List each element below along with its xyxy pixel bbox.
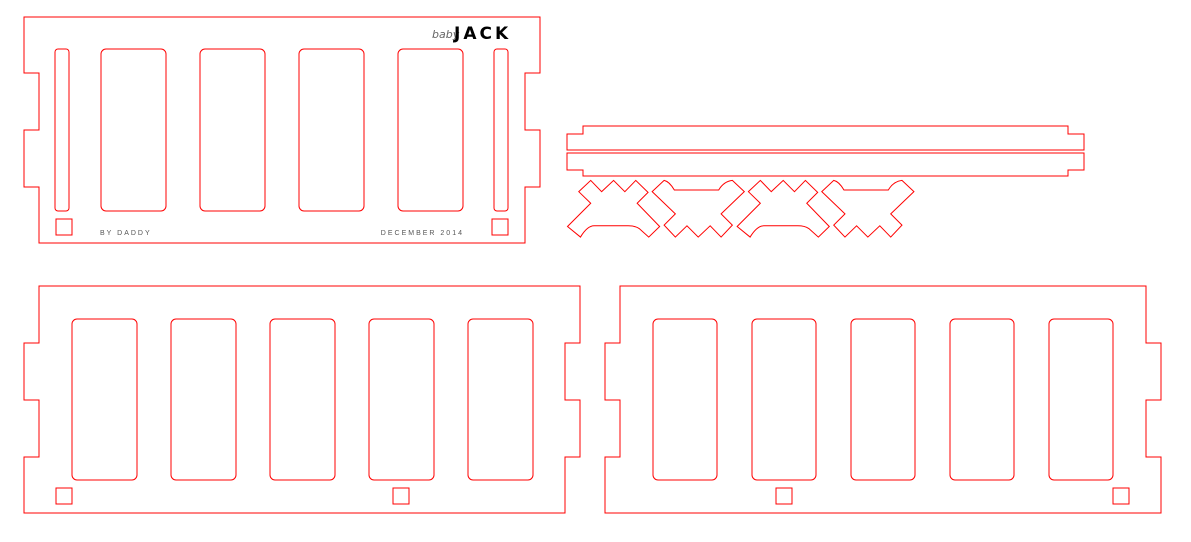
engrave-by-daddy: BY DADDY: [100, 230, 152, 237]
end-panel-engraved: baby JACK BY DADDY DECEMBER 2014: [23, 16, 541, 244]
slot-thin: [54, 48, 70, 212]
square-hole: [55, 487, 73, 505]
slot: [170, 318, 237, 481]
cross-brace-3: [737, 180, 829, 237]
slot: [298, 48, 365, 212]
slot: [100, 48, 167, 212]
slot: [368, 318, 435, 481]
cross-brace-1: [568, 180, 660, 237]
slot: [199, 48, 266, 212]
slot: [652, 318, 718, 481]
square-hole: [392, 487, 410, 505]
slot: [269, 318, 336, 481]
cross-brace-2: [652, 180, 744, 237]
square-hole: [55, 218, 73, 236]
square-hole: [1112, 487, 1130, 505]
cross-brace-4: [822, 180, 914, 237]
slot: [949, 318, 1015, 481]
slot: [71, 318, 138, 481]
slot: [467, 318, 534, 481]
panel-outline: [23, 16, 541, 244]
logo-jack: JACK: [453, 24, 511, 44]
slot: [397, 48, 464, 212]
slot-thin: [493, 48, 509, 212]
cross-braces: [568, 180, 914, 237]
panel-outline: [23, 285, 581, 514]
slot: [751, 318, 817, 481]
rail-top: [566, 125, 1085, 151]
side-panel-right: [604, 285, 1162, 514]
slot: [1048, 318, 1114, 481]
side-panel-left: [23, 285, 581, 514]
logo-baby: baby: [432, 28, 460, 41]
square-hole: [775, 487, 793, 505]
slot: [850, 318, 916, 481]
rail-bottom: [566, 152, 1085, 177]
engrave-date: DECEMBER 2014: [381, 230, 464, 237]
square-hole: [491, 218, 509, 236]
panel-outline: [604, 285, 1162, 514]
